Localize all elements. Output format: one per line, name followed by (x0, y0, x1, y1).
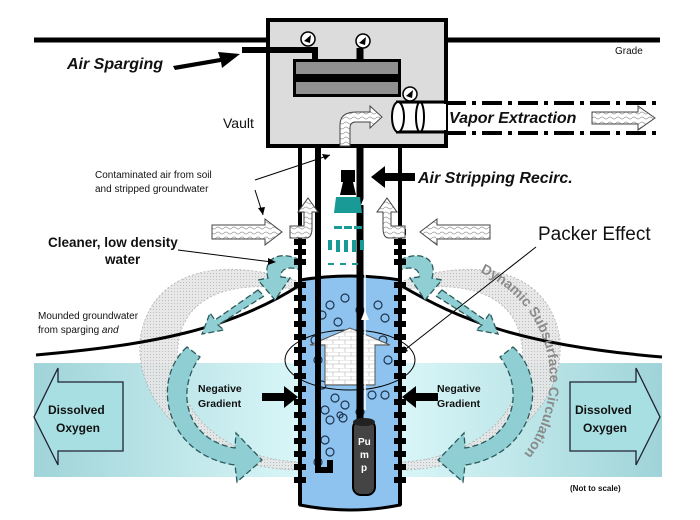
spray-droplets (328, 197, 364, 265)
dissolved-oxygen-right-2: Oxygen (583, 421, 627, 435)
negative-gradient-right-2: Gradient (437, 398, 481, 410)
dissolved-oxygen-arrow-left (33, 367, 124, 466)
air-stripping-arrow (371, 166, 415, 188)
sparge-pipe (315, 70, 333, 473)
dissolved-oxygen-right-1: Dissolved (575, 403, 632, 417)
leader-packer-effect (401, 246, 537, 353)
contaminated-air-label-2: and stripped groundwater (95, 184, 209, 195)
dissolved-oxygen-left-2: Oxygen (56, 421, 100, 435)
svg-text:m: m (360, 450, 369, 461)
air-sparging-label: Air Sparging (66, 56, 163, 73)
water-table-right (399, 283, 663, 359)
svg-text:p: p (361, 463, 367, 474)
circulation-arrows (166, 255, 534, 484)
spray-nozzle (341, 170, 355, 182)
spray-head (340, 182, 356, 195)
dissolved-oxygen-left-1: Dissolved (48, 403, 105, 417)
circulation-arrow-top-left (256, 255, 301, 302)
mounded-groundwater-label-2: from sparging and (38, 325, 119, 336)
circulation-arrow-diag-left (200, 289, 266, 335)
pump-label: Pu (358, 437, 371, 448)
circulation-arrow-lower-left (166, 346, 263, 484)
flow-indicator-head (361, 195, 369, 205)
air-stripping-label: Air Stripping Recirc. (417, 170, 573, 187)
gauge-icon (402, 86, 418, 102)
grade-label: Grade (615, 46, 643, 57)
contaminated-air-label-1: Contaminated air from soil (95, 170, 212, 181)
cleaner-water-label-2: water (104, 252, 141, 267)
gauge-icon (355, 33, 371, 49)
air-up-arrow-left (289, 197, 319, 239)
air-inflow-arrow-left (211, 217, 283, 247)
negative-gradient-right-1: Negative (437, 383, 481, 395)
leader-cleaner-water (177, 249, 273, 263)
negative-gradient-arrow-left (262, 386, 298, 408)
negative-gradient-left-1: Negative (198, 383, 242, 395)
negative-gradient-left-2: Gradient (198, 398, 242, 410)
well (284, 65, 416, 512)
circulation-arrow-top-right (399, 255, 444, 302)
air-inflow-arrow-right (419, 217, 491, 247)
air-sparging-pipe (242, 47, 318, 59)
vapor-extraction-label: Vapor Extraction (449, 110, 577, 127)
air-sparging-arrow (173, 52, 240, 70)
circulation-arrow-diag-right (434, 289, 500, 335)
not-to-scale-label: (Not to scale) (570, 484, 621, 493)
air-up-arrow-right (376, 197, 406, 239)
leader-contaminated (254, 154, 331, 181)
mounded-groundwater-label-1: Mounded groundwater (38, 311, 139, 322)
water-table-left (35, 283, 301, 357)
vault-flow-arrow (339, 104, 383, 147)
upflow-arrow (309, 327, 391, 386)
cleaner-water-label-1: Cleaner, low density (48, 235, 178, 250)
circulation-arrow-lower-right (437, 346, 534, 484)
vault-label: Vault (223, 115, 254, 131)
vapor-flow-arrow (591, 105, 656, 131)
negative-gradient-arrow-right (402, 386, 438, 408)
packer-effect-label: Packer Effect (538, 224, 651, 245)
gauge-icon (300, 31, 316, 47)
dissolved-oxygen-arrow-right (569, 367, 661, 466)
